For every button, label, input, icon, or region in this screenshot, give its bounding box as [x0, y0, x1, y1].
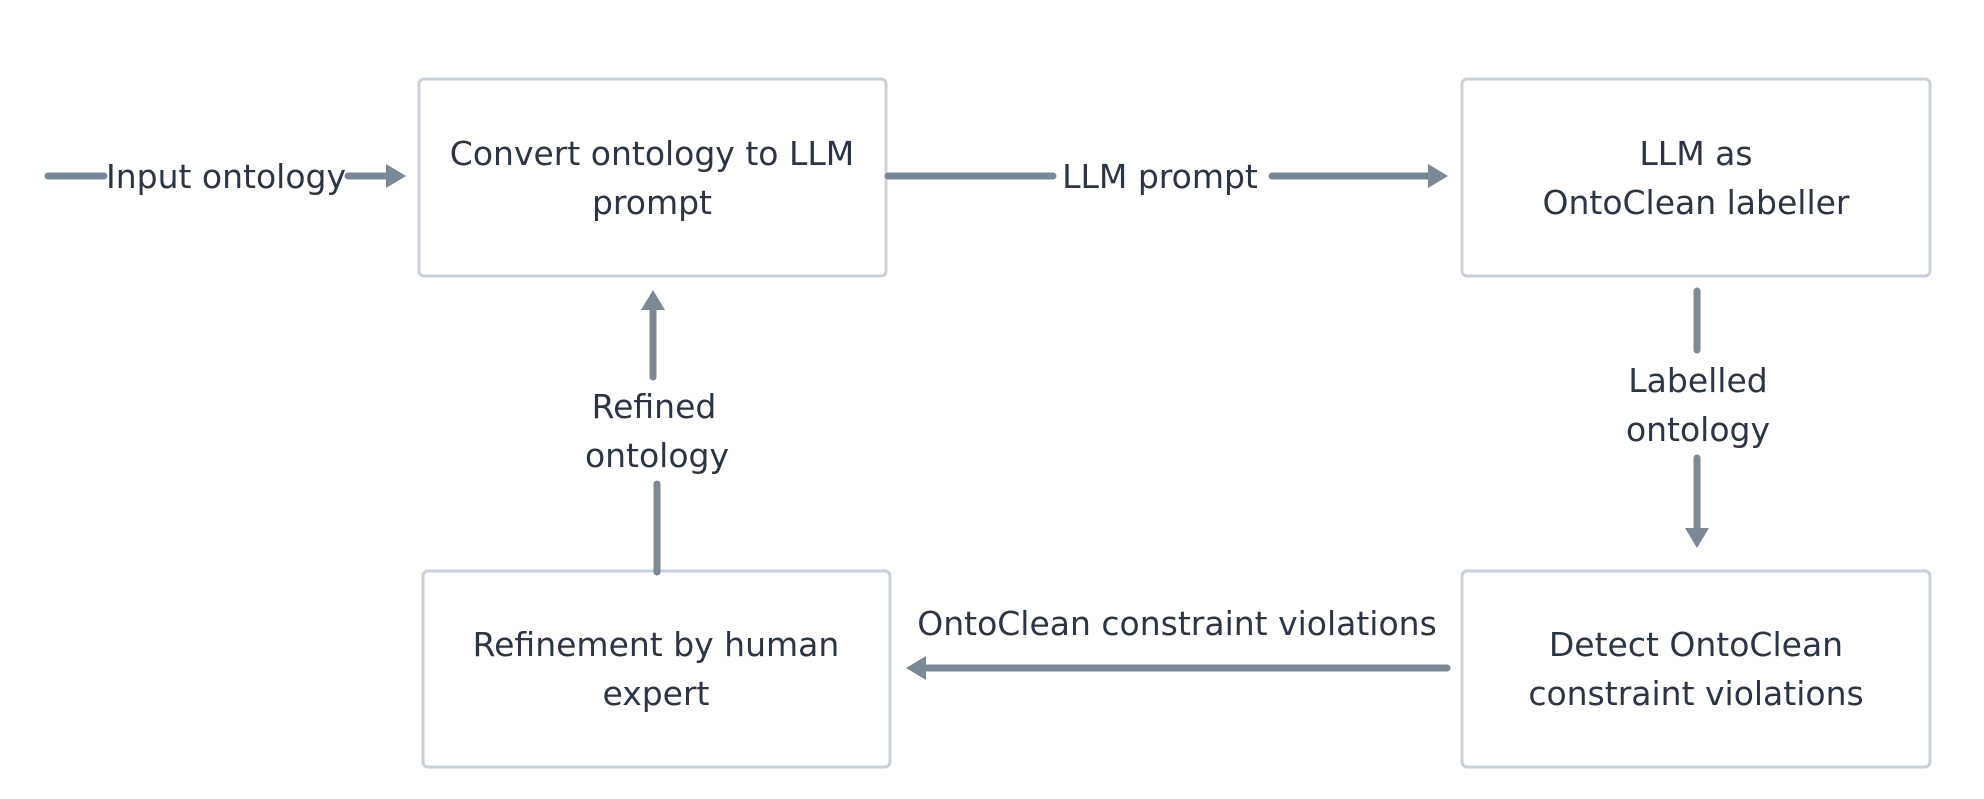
- llm-prompt-arrow: LLM prompt: [884, 157, 1448, 196]
- llm-labeller-box: LLM as OntoClean labeller: [1460, 77, 1932, 278]
- labeller-box-line2: OntoClean labeller: [1542, 183, 1849, 222]
- labelled-ontology-line2: ontology: [1626, 410, 1770, 449]
- refinement-box: Refinement by human expert: [421, 569, 892, 769]
- labelled-ontology-arrow: Labelled ontology: [1626, 287, 1770, 548]
- input-ontology-label: Input ontology: [106, 157, 346, 196]
- convert-ontology-box: Convert ontology to LLM prompt: [417, 77, 888, 278]
- detect-violations-box: Detect OntoClean constraint violations: [1460, 569, 1932, 769]
- refinement-box-line2: expert: [602, 674, 709, 713]
- detect-box-line2: constraint violations: [1528, 674, 1863, 713]
- detect-box-line1: Detect OntoClean: [1549, 625, 1843, 664]
- refinement-box-line1: Refinement by human: [473, 625, 840, 664]
- convert-box-line2: prompt: [592, 183, 712, 222]
- convert-box-line1: Convert ontology to LLM: [450, 134, 854, 173]
- llm-prompt-label: LLM prompt: [1062, 157, 1258, 196]
- refined-ontology-line2: ontology: [585, 436, 729, 475]
- labeller-box-line1: LLM as: [1639, 134, 1752, 173]
- violations-label: OntoClean constraint violations: [917, 604, 1437, 643]
- input-ontology-arrow: Input ontology: [44, 157, 406, 196]
- labelled-ontology-line1: Labelled: [1628, 361, 1767, 400]
- violations-arrow: OntoClean constraint violations: [906, 604, 1451, 680]
- refined-ontology-line1: Refined: [592, 387, 717, 426]
- refined-ontology-arrow: Refined ontology: [585, 290, 729, 576]
